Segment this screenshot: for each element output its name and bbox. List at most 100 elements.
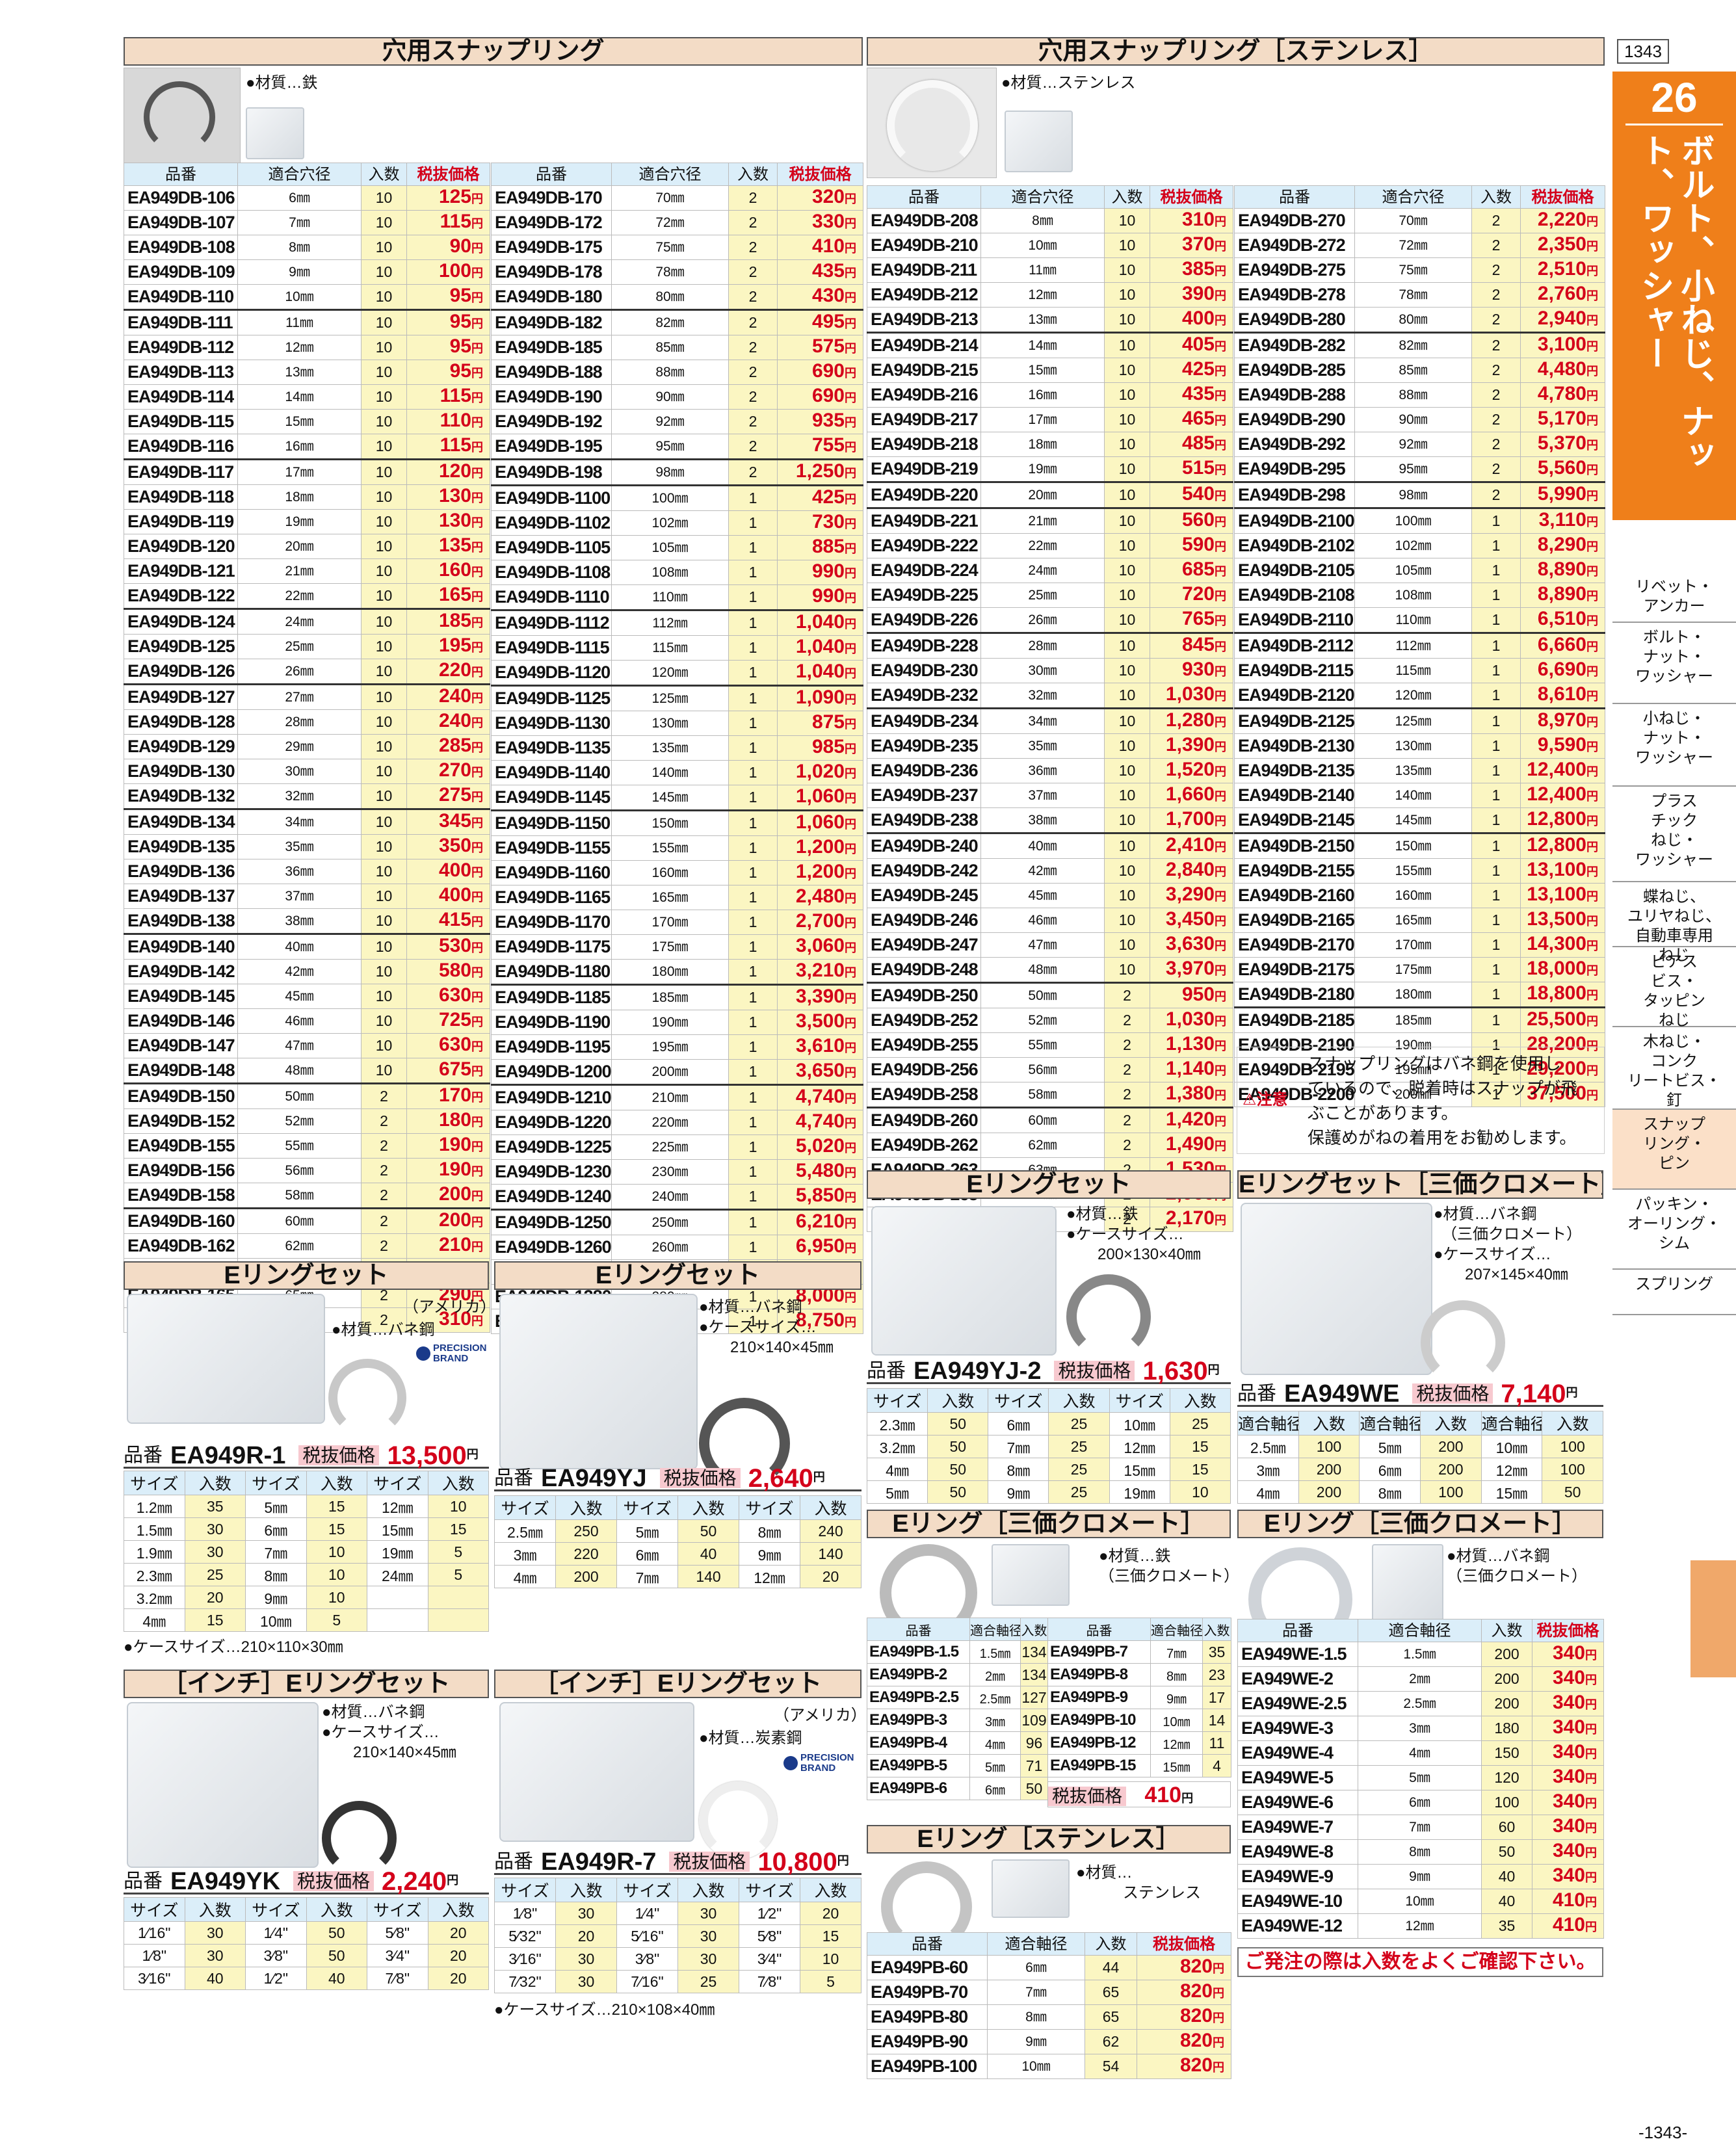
part-number: EA949DB-142: [124, 959, 238, 984]
quantity: 134: [1020, 1640, 1048, 1664]
side-nav-item-4[interactable]: 蝶ねじ、 ユリヤねじ、 自動車専用 ねじ: [1612, 882, 1736, 964]
table-header: 品番適合穴径入数税抜価格: [491, 163, 863, 186]
quantity: 1: [1471, 957, 1521, 982]
size: 10㎜: [237, 284, 362, 310]
size: 165㎜: [611, 885, 729, 910]
quantity: 10: [1104, 733, 1150, 759]
quantity: 2: [1471, 358, 1521, 383]
size: 6㎜: [969, 1777, 1021, 1800]
price: 340円: [1532, 1864, 1604, 1889]
side-nav-item-6[interactable]: 木ねじ・ コンク リートビス・ 釘: [1612, 1027, 1736, 1110]
size: 5⁄8": [739, 1924, 800, 1948]
part-number: EA949DB-106: [124, 185, 238, 211]
part-number: EA949DB-1110: [491, 584, 612, 610]
side-nav-item-9[interactable]: スプリング: [1612, 1270, 1736, 1315]
size: 5㎜: [245, 1495, 307, 1518]
quantity: 1: [728, 934, 778, 960]
quantity: 54: [1085, 2054, 1137, 2079]
part-number: EA949DB-1210: [491, 1084, 612, 1110]
size: 16㎜: [237, 434, 362, 460]
part-number: EA949PB-10: [1047, 1709, 1151, 1732]
quantity: 10: [1104, 858, 1150, 884]
quantity: 10: [1104, 583, 1150, 608]
part-number: EA949DB-192: [491, 409, 612, 434]
size: 18㎜: [237, 484, 362, 510]
part-number: EA949DB-1112: [491, 609, 612, 636]
price: 690円: [777, 360, 863, 385]
column-header: 入数: [555, 1878, 617, 1902]
quantity: 1: [728, 1010, 778, 1035]
size: 78㎜: [611, 259, 729, 285]
quantity: 10: [361, 534, 407, 559]
side-nav-item-1[interactable]: ボルト・ ナット・ ワッシャー: [1612, 623, 1736, 704]
size: 6㎜: [988, 1412, 1049, 1436]
column-header: サイズ: [739, 1878, 800, 1902]
price: 755円: [777, 434, 863, 460]
part-number: EA949DB-2140: [1234, 783, 1355, 808]
price: 270円: [406, 759, 490, 784]
part-number: EA949PB-15: [1047, 1754, 1151, 1777]
price: 1,660円: [1150, 783, 1233, 808]
size: 55㎜: [237, 1133, 362, 1159]
quantity: 30: [555, 1947, 617, 1971]
side-nav-item-5[interactable]: ピアス ビス・ タッピン ねじ: [1612, 947, 1736, 1029]
price: 400円: [406, 884, 490, 909]
part-number: EA949DB-108: [124, 235, 238, 260]
size: 112㎜: [611, 609, 729, 636]
size: 70㎜: [611, 185, 729, 211]
side-nav-item-7[interactable]: スナップ リング・ ピン: [1612, 1110, 1736, 1190]
size: 8㎜: [245, 1563, 307, 1586]
size: 170㎜: [611, 910, 729, 935]
quantity: 1: [1471, 707, 1521, 734]
side-nav-item-2[interactable]: 小ねじ・ ナット・ ワッシャー: [1612, 704, 1736, 787]
column-header: 適合軸径: [1480, 1411, 1543, 1436]
part-number: EA949PB-6: [867, 1777, 970, 1800]
size: 88㎜: [1354, 382, 1472, 408]
quantity: 50: [927, 1435, 989, 1458]
price: 820円: [1137, 2004, 1231, 2030]
size: 37㎜: [980, 783, 1105, 808]
stainless-package-photo: [1005, 111, 1073, 172]
quantity: 5: [800, 1970, 861, 1993]
side-nav-item-3[interactable]: プラス チック ねじ・ ワッシャー: [1612, 787, 1736, 882]
part-number: EA949DB-1150: [491, 809, 612, 836]
quantity: 1: [728, 711, 778, 736]
kit-yk-price: 2,240: [382, 1867, 447, 1896]
part-number: EA949DB-130: [124, 759, 238, 784]
column-header: 入数: [1169, 1388, 1231, 1413]
size: 100㎜: [1354, 507, 1472, 534]
side-nav-item-0[interactable]: リベット・ アンカー: [1612, 572, 1736, 623]
column-header: サイズ: [367, 1897, 428, 1922]
side-nav-item-8[interactable]: パッキン・ オーリング・ シム: [1612, 1190, 1736, 1270]
size: 7㎜: [987, 1980, 1085, 2005]
price: 115円: [406, 384, 490, 410]
size: 14㎜: [980, 332, 1105, 358]
column-header: サイズ: [494, 1878, 556, 1902]
size: 7⁄32": [494, 1970, 556, 1993]
size: 6㎜: [616, 1542, 678, 1566]
quantity: 10: [306, 1586, 367, 1609]
section-tab[interactable]: 26 ボルト、小ねじ、ナット、ワッシャー: [1612, 72, 1736, 520]
quantity: 10: [1104, 607, 1150, 633]
price: 730円: [777, 510, 863, 536]
quantity: 10: [1104, 957, 1150, 983]
price: 95円: [406, 335, 490, 360]
size: 30㎜: [980, 658, 1105, 683]
size: 75㎜: [1354, 257, 1472, 283]
